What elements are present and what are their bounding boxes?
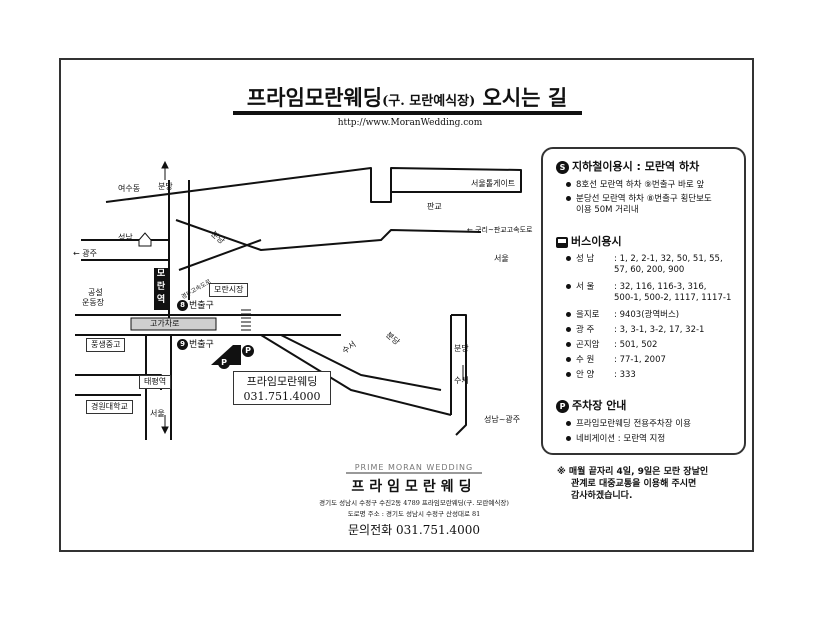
label-yeosudong: 여수동 bbox=[118, 184, 141, 193]
logo-english: PRIME MORAN WEDDING bbox=[354, 463, 474, 472]
logo-korean: 프라임모란웨딩 bbox=[351, 479, 477, 495]
label-taepyeong: 태평역 bbox=[139, 375, 172, 389]
parking-item: 네비게이션 : 모란역 지정 bbox=[566, 434, 665, 445]
hall-name: 프라임모란웨딩 bbox=[246, 375, 318, 388]
label-gongseol: 공설 bbox=[88, 288, 103, 297]
bus-icon bbox=[556, 236, 568, 248]
moran-station-sign: 모란역 bbox=[154, 268, 168, 310]
road-top-horizontal bbox=[105, 167, 522, 203]
subway-item: 8호선 모란역 하차 ⑨번출구 바로 앞 bbox=[566, 180, 704, 191]
label-guri-road: ← 구리~판교고속도로 bbox=[467, 226, 533, 234]
bus-section-title: 버스이용시 bbox=[556, 233, 622, 249]
road-seongnam bbox=[81, 239, 169, 261]
bus-row: 성 남: 1, 2, 2-1, 32, 50, 51, 55,57, 60, 2… bbox=[566, 254, 723, 276]
parking-section-icon: P bbox=[556, 399, 569, 413]
bus-row: 곤지암: 501, 502 bbox=[566, 340, 657, 351]
contact-phone[interactable]: 문의전화 031.751.4000 bbox=[348, 523, 480, 537]
bus-row: 광 주: 3, 3-1, 3-2, 17, 32-1 bbox=[566, 325, 704, 336]
title-underline bbox=[233, 111, 582, 115]
label-seongnam-gwangju: 성남~광주 bbox=[484, 415, 521, 424]
seongnam-marker bbox=[138, 232, 152, 247]
label-pungsaeng: 풍생중고 bbox=[86, 338, 126, 352]
bus-row: 수 원: 77-1, 2007 bbox=[566, 355, 666, 366]
label-seoul-right: 서울 bbox=[494, 254, 509, 263]
label-gyeongwon: 경원대학교 bbox=[86, 400, 133, 414]
label-undongjang: 운동장 bbox=[82, 298, 105, 307]
label-seongnam: 성남 bbox=[118, 233, 133, 242]
subway-item-cont: 이용 50M 거리내 bbox=[576, 205, 639, 215]
crosswalk bbox=[241, 309, 251, 331]
label-pangyo: 판교 bbox=[427, 202, 442, 211]
hall-tel: 031.751.4000 bbox=[243, 390, 321, 403]
route-map bbox=[75, 160, 522, 440]
label-seoul-toll: 서울톨게이트 bbox=[471, 179, 516, 188]
label-seoul-bottom: 서울 bbox=[150, 409, 165, 418]
market-day-notice: ※ 매월 끝자리 4일, 9일은 모란 장날인 관계로 대중교통을 이용해 주시… bbox=[557, 467, 709, 501]
label-bundang-right: 분당 bbox=[454, 344, 469, 353]
parking-icon: P bbox=[218, 357, 230, 369]
label-suseo-right: 수서 bbox=[454, 376, 469, 385]
road-right-curve bbox=[450, 314, 467, 436]
info-panel bbox=[541, 147, 746, 455]
page-frame bbox=[59, 58, 754, 552]
label-moran-market: 모란시장 bbox=[209, 283, 249, 297]
bus-row: 서 울: 32, 116, 116-3, 316,500-1, 500-2, 1… bbox=[566, 282, 731, 304]
road-central bbox=[75, 314, 341, 336]
road-diagonal bbox=[175, 219, 482, 271]
label-overpass: 고가차로 bbox=[150, 319, 180, 328]
overpass-band bbox=[130, 317, 217, 331]
address-lot: 경기도 성남시 수정구 수진2동 4789 프라임모란웨딩(구. 모란예식장) bbox=[319, 499, 509, 507]
website-url[interactable]: http://www.MoranWedding.com bbox=[337, 118, 483, 128]
road-suseo-diagonal bbox=[260, 334, 452, 416]
logo-divider bbox=[346, 472, 482, 474]
subway-item: 분당선 모란역 하차 ⑧번출구 횡단보도 bbox=[566, 194, 712, 205]
parking-item: 프라임모란웨딩 전용주차장 이용 bbox=[566, 419, 691, 430]
wedding-hall-label: 프라임모란웨딩 031.751.4000 bbox=[233, 371, 331, 405]
direction-arrows bbox=[161, 160, 464, 435]
bus-row: 안 양: 333 bbox=[566, 370, 636, 381]
label-gwangju-left: ← 광주 bbox=[73, 249, 97, 258]
subway-icon: S bbox=[556, 160, 569, 174]
page-title: 프라임모란웨딩(구. 모란예식장) 오시는 길 bbox=[246, 85, 568, 110]
label-bundang-top: 분당 bbox=[158, 182, 173, 191]
address-road: 도로명 주소 : 경기도 성남시 수정구 산성대로 81 bbox=[347, 510, 481, 518]
bus-row: 을지로: 9403(광역버스) bbox=[566, 310, 679, 321]
parking-icon-2: P bbox=[242, 345, 254, 357]
road-left-vertical bbox=[168, 180, 190, 320]
